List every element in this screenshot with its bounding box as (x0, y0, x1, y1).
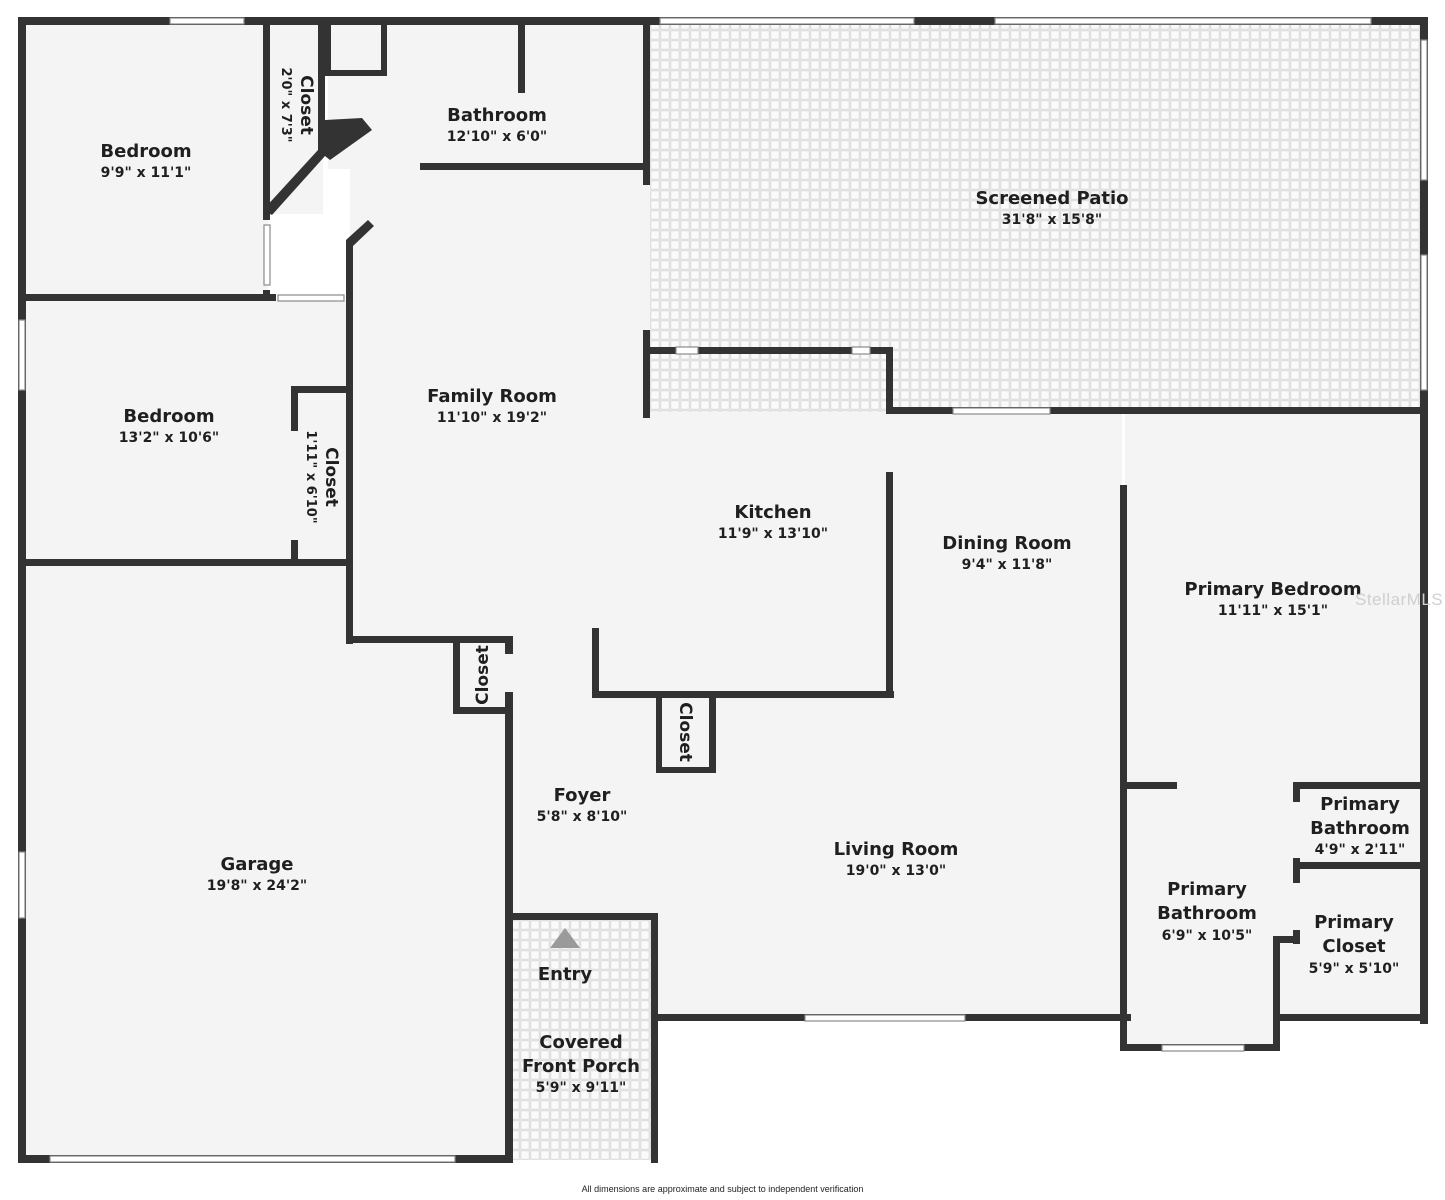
kitchen-dims: 11'9" x 13'10" (718, 526, 828, 542)
living-room-dims: 19'0" x 13'0" (846, 863, 946, 879)
screened-patio-name: Screened Patio (975, 188, 1128, 209)
front-porch-name-2: Front Porch (522, 1056, 640, 1077)
primary-bathroom-small-dims: 4'9" x 2'11" (1315, 842, 1406, 858)
garage-dims: 19'8" x 24'2" (207, 878, 307, 894)
floor-bathroom (328, 24, 646, 169)
family-room-name: Family Room (427, 386, 557, 407)
primary-bathroom-name-2: Bathroom (1157, 903, 1257, 924)
closet-4-name: Closet (675, 702, 695, 762)
primary-closet-name-2: Closet (1322, 936, 1386, 957)
bathroom-name: Bathroom (447, 105, 547, 126)
floor-primary-bath (1125, 785, 1280, 1047)
windows (18, 17, 1428, 1163)
front-porch-dims: 5'9" x 9'11" (536, 1080, 627, 1096)
watermark-text: StellarMLS (1355, 590, 1444, 609)
floor-bedroom-1 (24, 24, 268, 297)
closet-1-dims: 2'0" x 7'3" (278, 67, 293, 142)
floor-garage (24, 565, 510, 1157)
primary-bathroom-dims: 6'9" x 10'5" (1162, 928, 1253, 944)
floor-front-porch (513, 918, 655, 1160)
screened-patio-dims: 31'8" x 15'8" (1002, 212, 1102, 228)
primary-bathroom-small-name-1: Primary (1320, 794, 1400, 815)
foyer-name: Foyer (554, 785, 611, 806)
bathroom-dims: 12'10" x 6'0" (447, 129, 547, 145)
closet-2-dims: 1'11" x 6'10" (303, 430, 318, 523)
floor-kitchen-dining-living (510, 350, 1122, 1018)
bedroom-1-name: Bedroom (100, 141, 191, 162)
closet-1-name: Closet (296, 75, 316, 135)
garage-name: Garage (220, 854, 293, 875)
footer-disclaimer: All dimensions are approximate and subje… (581, 1184, 864, 1194)
primary-bathroom-small-name-2: Bathroom (1310, 818, 1410, 839)
triangle-up-icon (550, 928, 580, 948)
dining-room-dims: 9'4" x 11'8" (962, 557, 1053, 573)
family-room-dims: 11'10" x 19'2" (437, 410, 547, 426)
dining-room-name: Dining Room (942, 533, 1071, 554)
living-room-name: Living Room (834, 839, 959, 860)
primary-bedroom-dims: 11'11" x 15'1" (1218, 603, 1328, 619)
bedroom-1-dims: 9'9" x 11'1" (101, 165, 192, 181)
front-porch-name-1: Covered (539, 1032, 623, 1053)
foyer-dims: 5'8" x 8'10" (537, 809, 628, 825)
primary-bathroom-name-1: Primary (1167, 879, 1247, 900)
bedroom-2-name: Bedroom (123, 406, 214, 427)
kitchen-name: Kitchen (734, 502, 811, 523)
primary-closet-dims: 5'9" x 5'10" (1309, 961, 1400, 977)
entry-name: Entry (538, 964, 593, 985)
bedroom-2-dims: 13'2" x 10'6" (119, 430, 219, 446)
room-labels: Bedroom 9'9" x 11'1" Closet 2'0" x 7'3" … (100, 67, 1409, 1096)
primary-closet-name-1: Primary (1314, 912, 1394, 933)
floor-areas (24, 24, 1423, 1160)
closet-2-name: Closet (321, 447, 341, 507)
closet-3-name: Closet (473, 645, 493, 705)
primary-bedroom-name: Primary Bedroom (1184, 579, 1361, 600)
